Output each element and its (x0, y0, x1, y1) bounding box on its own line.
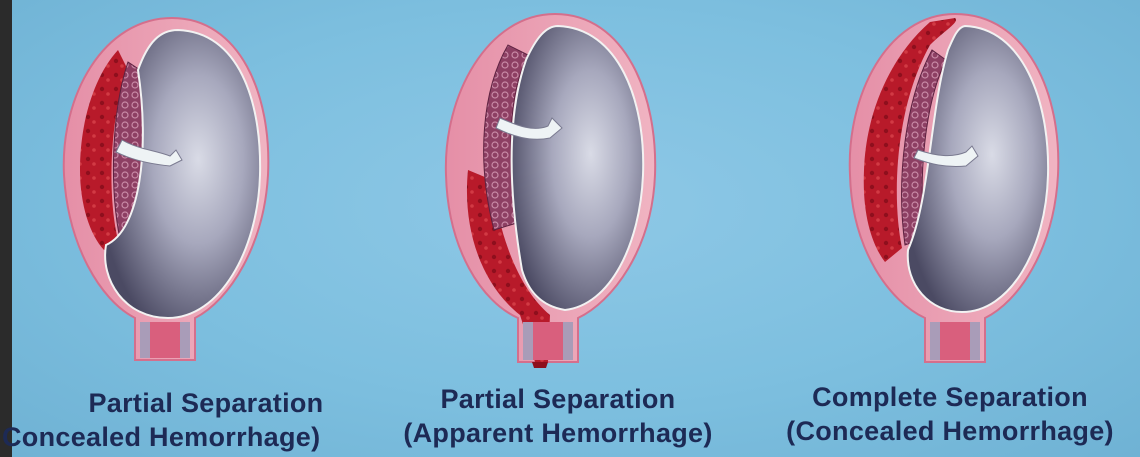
caption-1-line-2: Concealed Hemorrhage) (2, 420, 382, 454)
uterus-diagram-3 (850, 14, 1059, 362)
caption-diagram-2: Partial Separation (Apparent Hemorrhage) (378, 382, 738, 450)
caption-diagram-3: Complete Separation (Concealed Hemorrhag… (764, 380, 1136, 448)
caption-3-line-2: (Concealed Hemorrhage) (764, 414, 1136, 448)
cervix-3 (940, 322, 970, 360)
uterus-diagram-1 (64, 18, 269, 360)
cervix-2 (533, 322, 563, 360)
cervix-1 (150, 322, 180, 358)
caption-3-line-1: Complete Separation (764, 380, 1136, 414)
caption-2-line-1: Partial Separation (378, 382, 738, 416)
caption-diagram-1: Partial Separation Concealed Hemorrhage) (2, 386, 382, 454)
caption-1-line-1: Partial Separation (2, 386, 382, 420)
uterus-diagram-2 (446, 14, 655, 368)
caption-2-line-2: (Apparent Hemorrhage) (378, 416, 738, 450)
